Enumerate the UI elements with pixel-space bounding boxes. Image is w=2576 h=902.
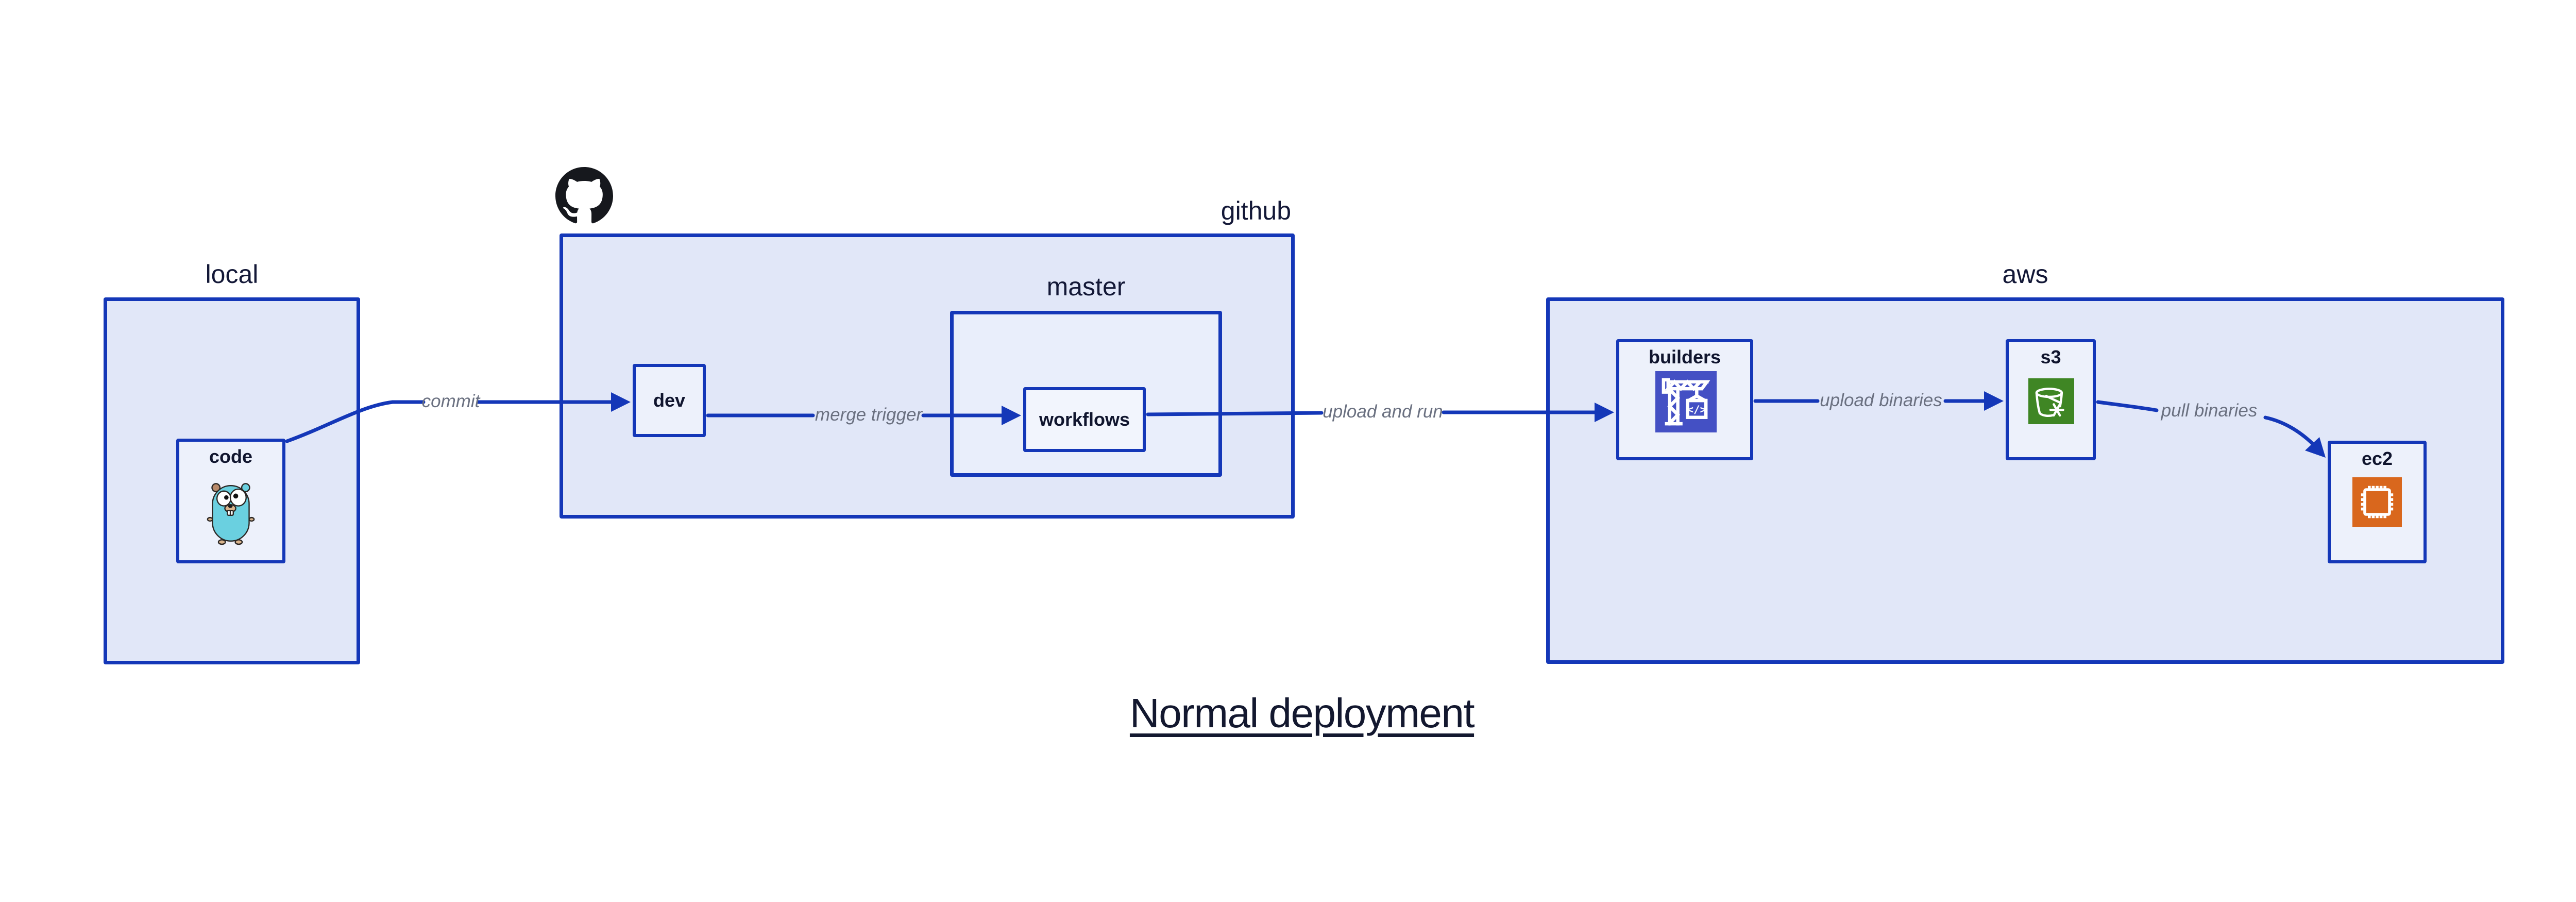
dev-node-label: dev [653,390,686,411]
github-octocat-logo-icon [555,167,613,225]
code-node-label: code [209,446,253,467]
aws-ec2-chip-icon [2352,477,2402,527]
ec2-node-label: ec2 [2361,448,2393,469]
aws-s3-bucket-snowflake-icon [2028,378,2074,424]
diagram-title: Normal deployment [1129,690,1475,736]
master-group-label: master [1046,272,1126,301]
edge-label-upload-and-run: upload and run [1323,402,1443,422]
edge-label-upload-binaries: upload binaries [1820,390,1942,411]
go-gopher-icon [206,480,256,545]
code-glyph: </> [1687,403,1707,415]
s3-node-label: s3 [2040,346,2061,368]
github-group-label: github [1221,196,1291,225]
edge-label-pull-binaries: pull binaries [2161,400,2258,421]
aws-group-label: aws [2002,260,2048,289]
dev-node-box: dev [633,364,706,437]
workflows-node-label: workflows [1039,409,1130,430]
builders-node-label: builders [1648,346,1721,368]
aws-codebuild-crane-icon: </> [1655,371,1717,432]
edge-label-merge-trigger: merge trigger [815,405,923,425]
edge-label-commit: commit [421,391,480,412]
local-group-label: local [205,260,259,289]
workflows-node-box: workflows [1023,387,1146,452]
